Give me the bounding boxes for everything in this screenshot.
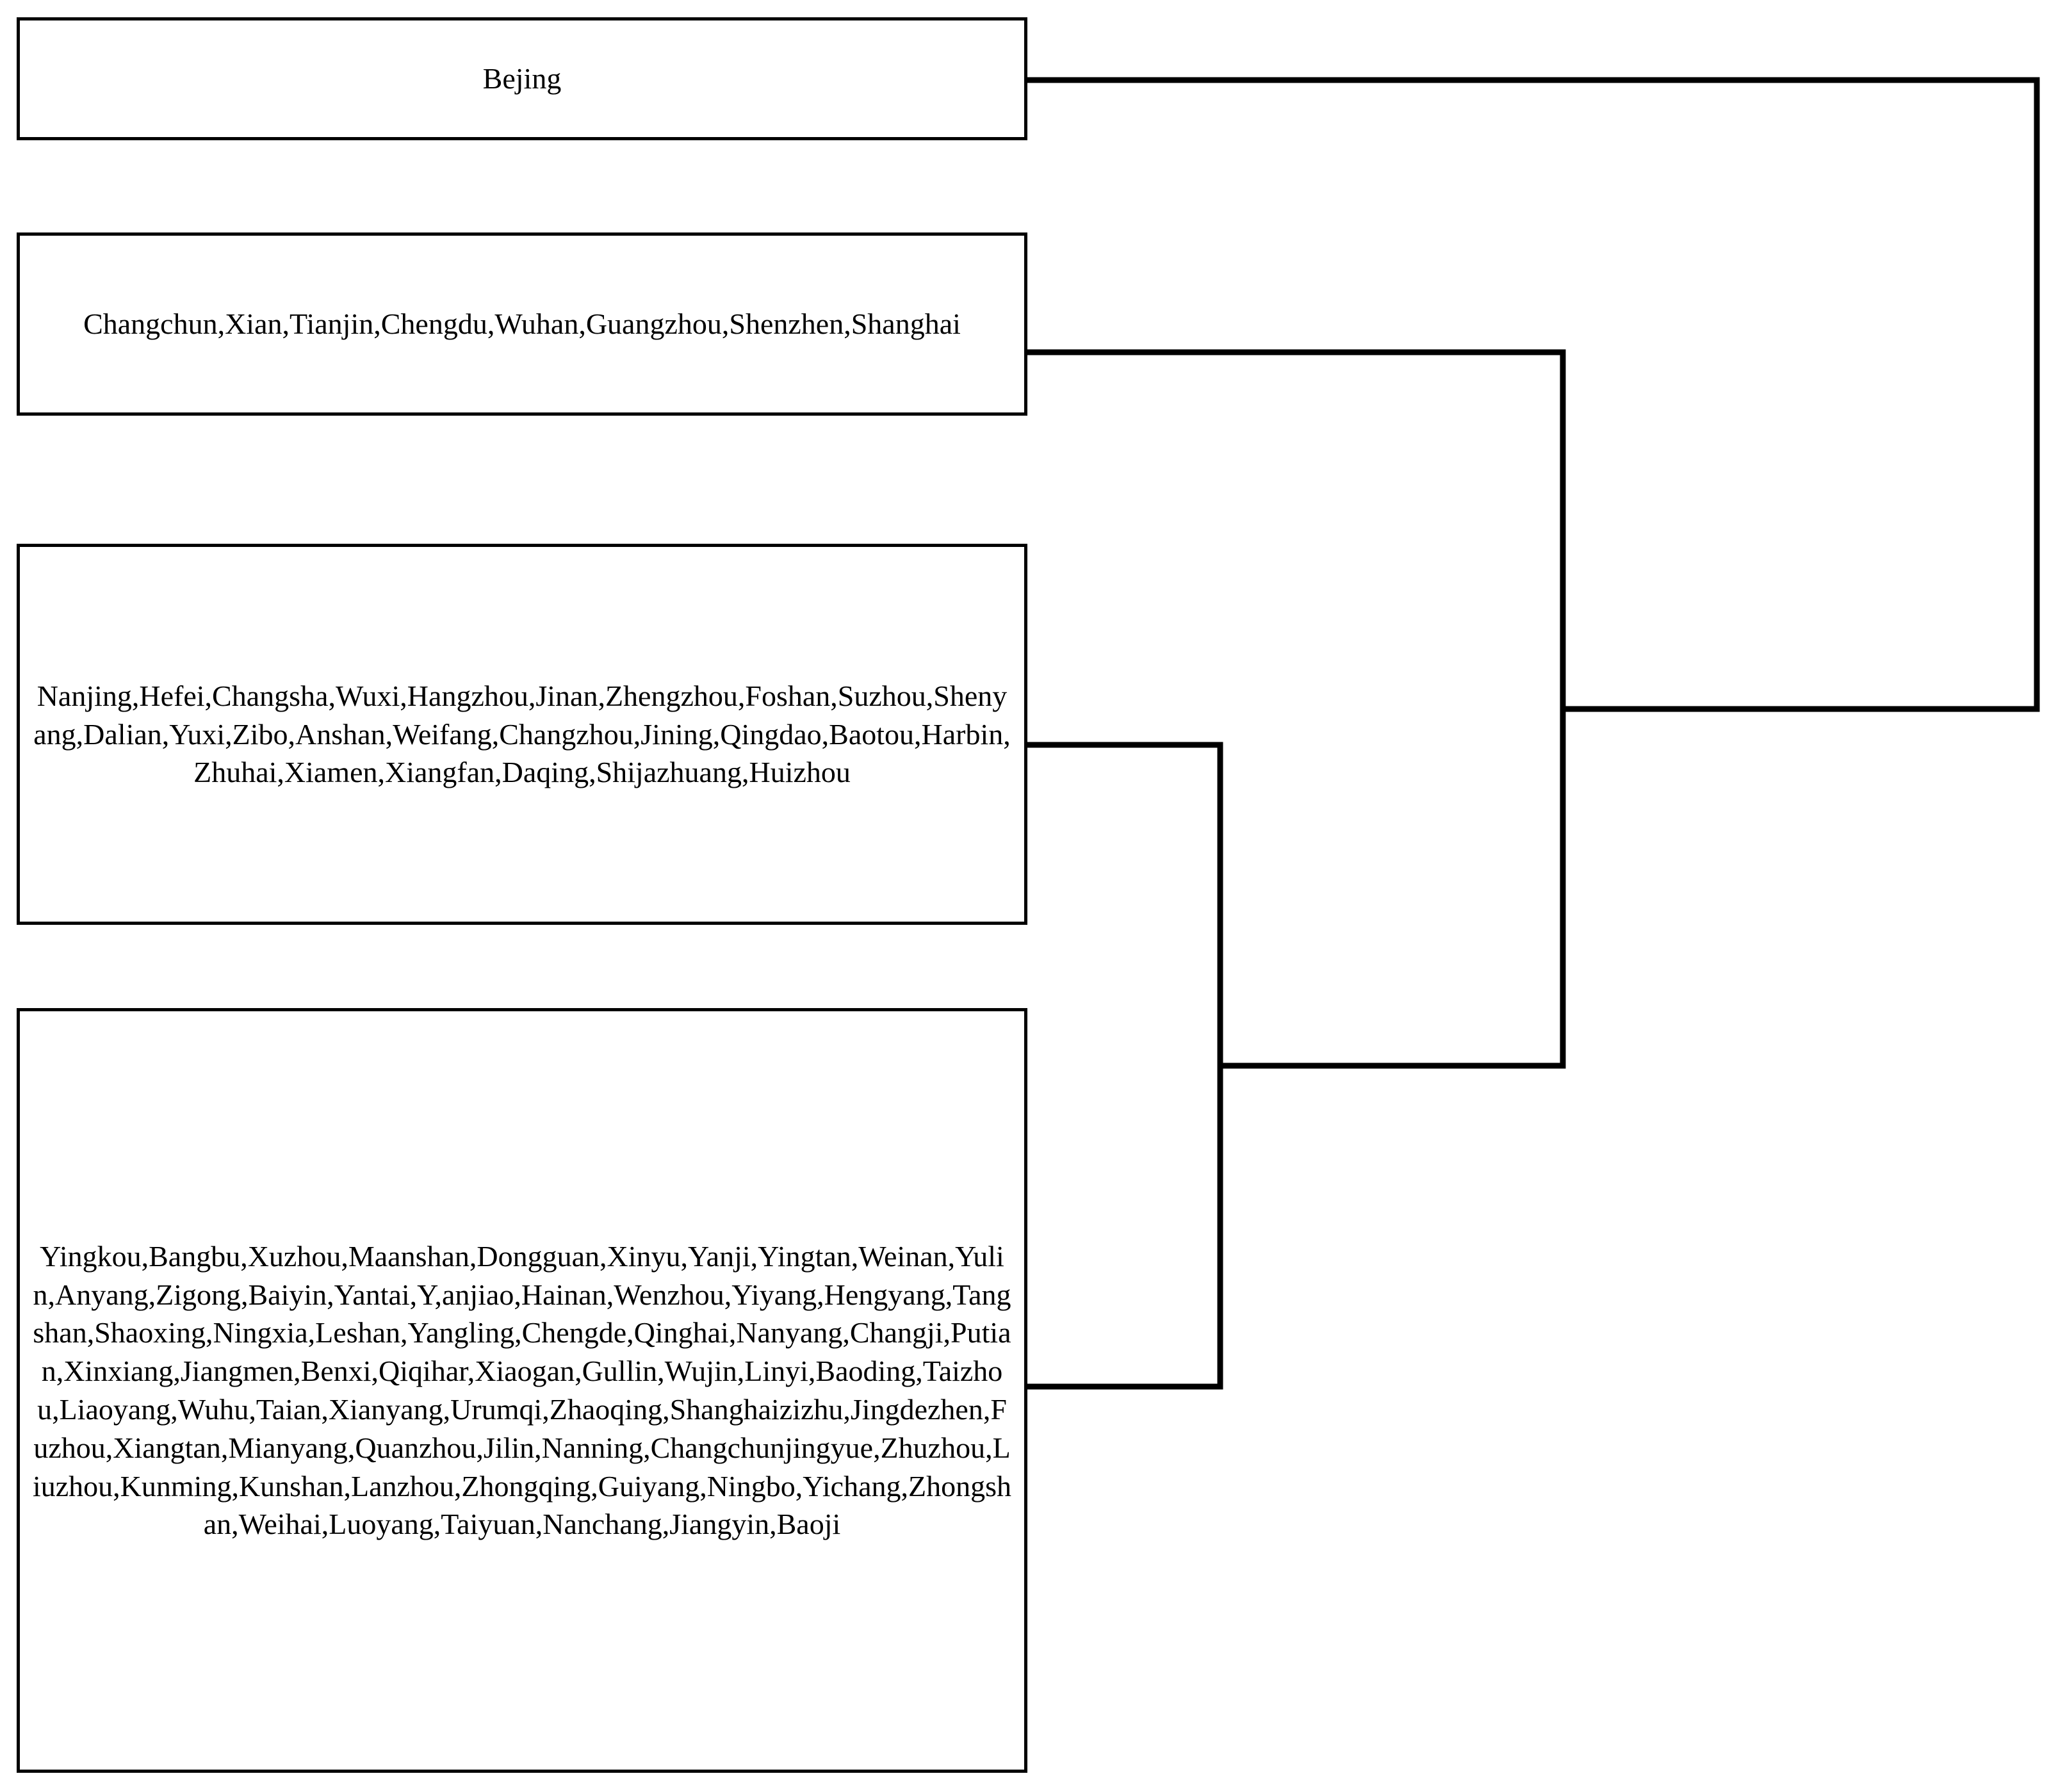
cluster-box-1[interactable]: Bejing [17,17,1027,140]
cluster-box-4[interactable]: Yingkou,Bangbu,Xuzhou,Maanshan,Dongguan,… [17,1008,1027,1773]
cluster-label-3: Nanjing,Hefei,Changsha,Wuxi,Hangzhou,Jin… [33,679,1011,789]
cluster-label-4: Yingkou,Bangbu,Xuzhou,Maanshan,Dongguan,… [32,1239,1012,1541]
cluster-label-1: Bejing [482,62,562,95]
cluster-box-3[interactable]: Nanjing,Hefei,Changsha,Wuxi,Hangzhou,Jin… [17,544,1027,925]
cluster-box-2[interactable]: Changchun,Xian,Tianjin,Chengdu,Wuhan,Gua… [17,232,1027,416]
cluster-label-2: Changchun,Xian,Tianjin,Chengdu,Wuhan,Gua… [83,307,961,341]
